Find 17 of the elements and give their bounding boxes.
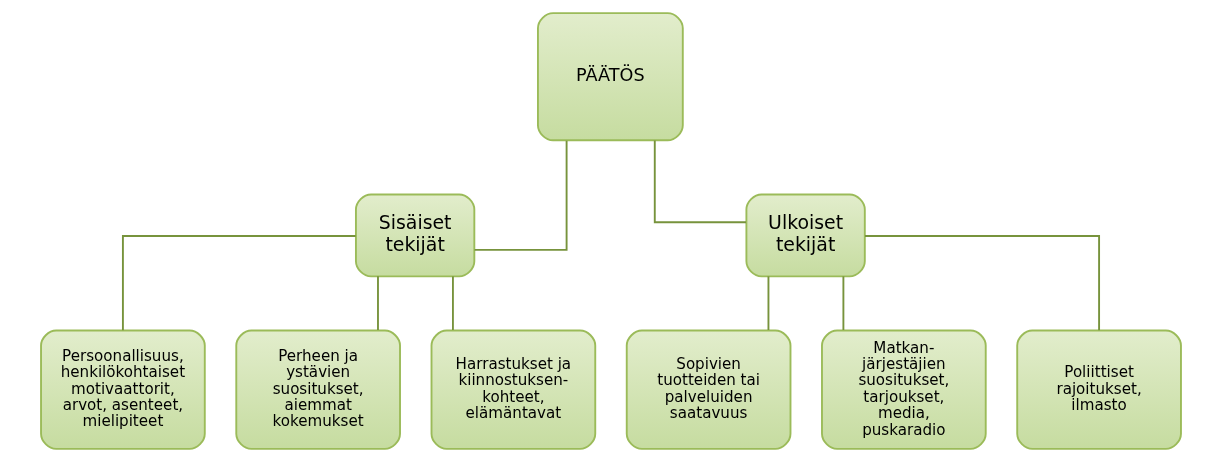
node-box: PÄÄTÖS [537, 12, 684, 142]
connector [377, 275, 379, 331]
connector [473, 139, 568, 251]
node-box: Perheen ja ystävien suositukset, aiemmat kokemukset [235, 329, 401, 450]
node-box: Poliittiset rajoitukset, ilmasto [1016, 329, 1182, 450]
connector [653, 139, 747, 224]
connector [864, 235, 1101, 332]
node-box: Matkan-järjestäjien suositukset, tarjoukset, media, puskaradio [821, 329, 987, 450]
node-box: Persoonallisuus, henkilökohtaiset motivaattorit, arvot, asenteet, mielipiteet [40, 329, 206, 450]
connector [767, 275, 770, 331]
node-box: Sisäiset tekijät [355, 193, 476, 278]
node-box: Ulkoiset tekijät [745, 193, 866, 278]
node-box: Sopivien tuotteiden tai palveluiden saatavuus [625, 329, 792, 450]
connector [842, 275, 845, 331]
connector [451, 275, 454, 331]
connector [121, 235, 357, 332]
node-box: Harrastukset ja kiinnostuksen-kohteet, elämäntavat [430, 329, 597, 450]
